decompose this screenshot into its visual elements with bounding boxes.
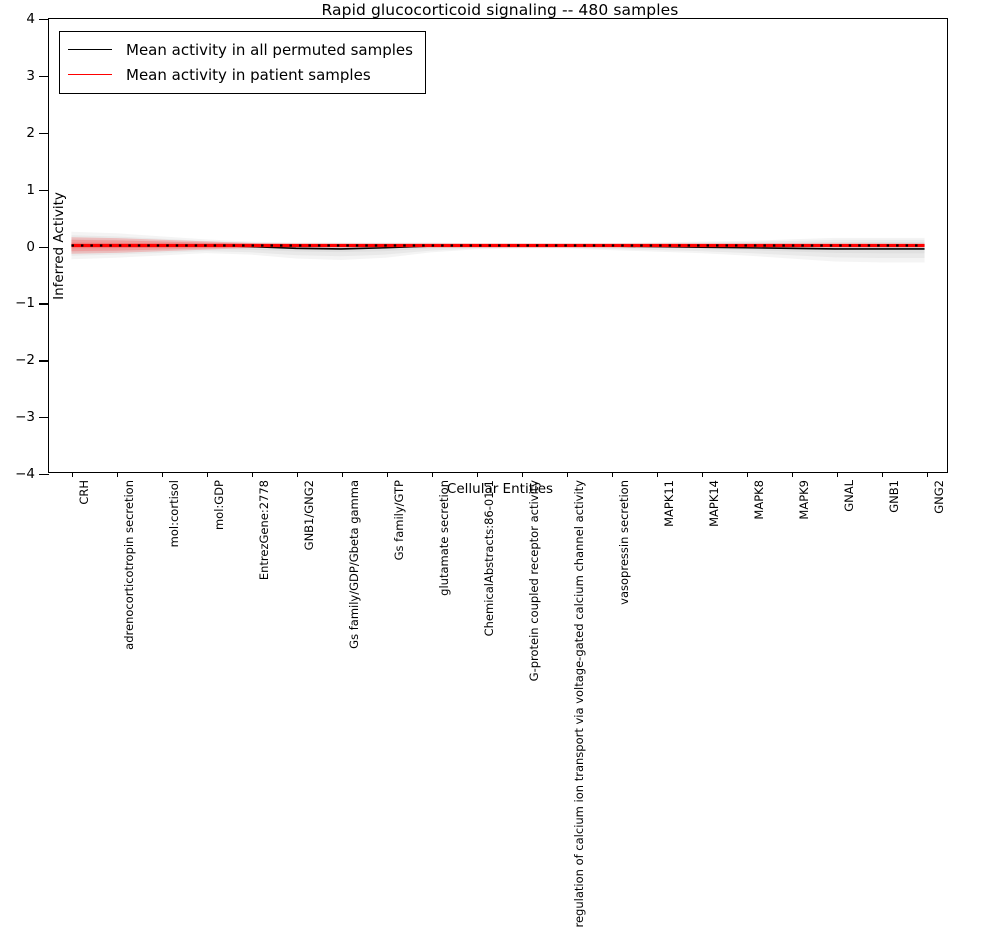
x-tick-mark — [341, 472, 343, 477]
y-tick-mark — [39, 19, 49, 21]
y-tick-label: 2 — [26, 124, 35, 141]
y-tick-label: −1 — [15, 295, 35, 312]
x-tick-label: ChemicalAbstracts:86-01-1 — [481, 480, 496, 637]
y-tick-label: −4 — [15, 466, 35, 482]
x-tick-label: vasopressin secretion — [616, 480, 631, 605]
legend: Mean activity in all permuted samples Me… — [59, 31, 426, 94]
x-tick-label: adrenocorticotropin secretion — [121, 480, 136, 650]
y-tick-mark — [39, 360, 49, 362]
series-clip — [49, 19, 947, 472]
x-axis-label: Cellular Entities — [446, 481, 554, 497]
x-tick-mark — [386, 472, 388, 477]
y-tick-mark — [39, 75, 49, 78]
series-svg — [71, 231, 925, 263]
x-tick-mark — [746, 472, 748, 477]
x-tick-label: regulation of calcium ion transport via … — [571, 480, 586, 928]
y-tick-label: 1 — [26, 181, 35, 198]
y-tick-label: −2 — [15, 352, 35, 369]
y-tick-mark — [39, 417, 49, 419]
x-tick-mark — [521, 472, 523, 477]
y-tick-mark — [39, 303, 49, 305]
y-tick-label: 3 — [26, 67, 35, 84]
x-tick-label: G-protein coupled receptor activity — [526, 480, 541, 682]
y-tick-mark — [39, 474, 49, 476]
x-tick-mark — [161, 472, 163, 477]
x-tick-mark — [296, 472, 298, 477]
legend-label-patient: Mean activity in patient samples — [126, 65, 371, 84]
y-tick-mark — [39, 246, 49, 248]
x-tick-mark — [206, 472, 208, 477]
x-tick-mark — [566, 472, 568, 477]
x-tick-mark — [701, 472, 703, 477]
x-tick-label: Gs family/GDP/Gbeta gamma — [346, 480, 361, 649]
legend-item-patient: Mean activity in patient samples — [68, 62, 413, 87]
y-tick-mark — [39, 189, 49, 191]
y-tick-mark — [39, 132, 49, 135]
x-tick-mark — [791, 472, 793, 477]
legend-swatch-patient-icon — [68, 74, 112, 75]
legend-item-permuted: Mean activity in all permuted samples — [68, 37, 413, 62]
y-tick-label: 4 — [26, 11, 35, 27]
chart-title: Rapid glucocorticoid signaling -- 480 sa… — [321, 1, 679, 19]
x-tick-mark — [836, 472, 838, 477]
x-tick-mark — [431, 472, 433, 477]
y-tick-label: 0 — [26, 238, 35, 255]
chart-figure: Rapid glucocorticoid signaling -- 480 sa… — [15, 1, 948, 928]
x-tick-mark — [881, 472, 883, 477]
x-tick-mark — [656, 472, 658, 477]
legend-swatch-permuted-icon — [68, 49, 112, 50]
x-tick-mark — [476, 472, 478, 477]
legend-label-permuted: Mean activity in all permuted samples — [126, 40, 413, 59]
y-tick-label: −3 — [15, 409, 35, 426]
x-tick-label: glutamate secretion — [436, 480, 451, 596]
x-tick-mark — [71, 472, 73, 477]
x-tick-mark — [116, 472, 118, 477]
x-tick-mark — [611, 472, 613, 477]
x-tick-mark — [251, 472, 253, 477]
x-tick-mark — [926, 472, 928, 477]
